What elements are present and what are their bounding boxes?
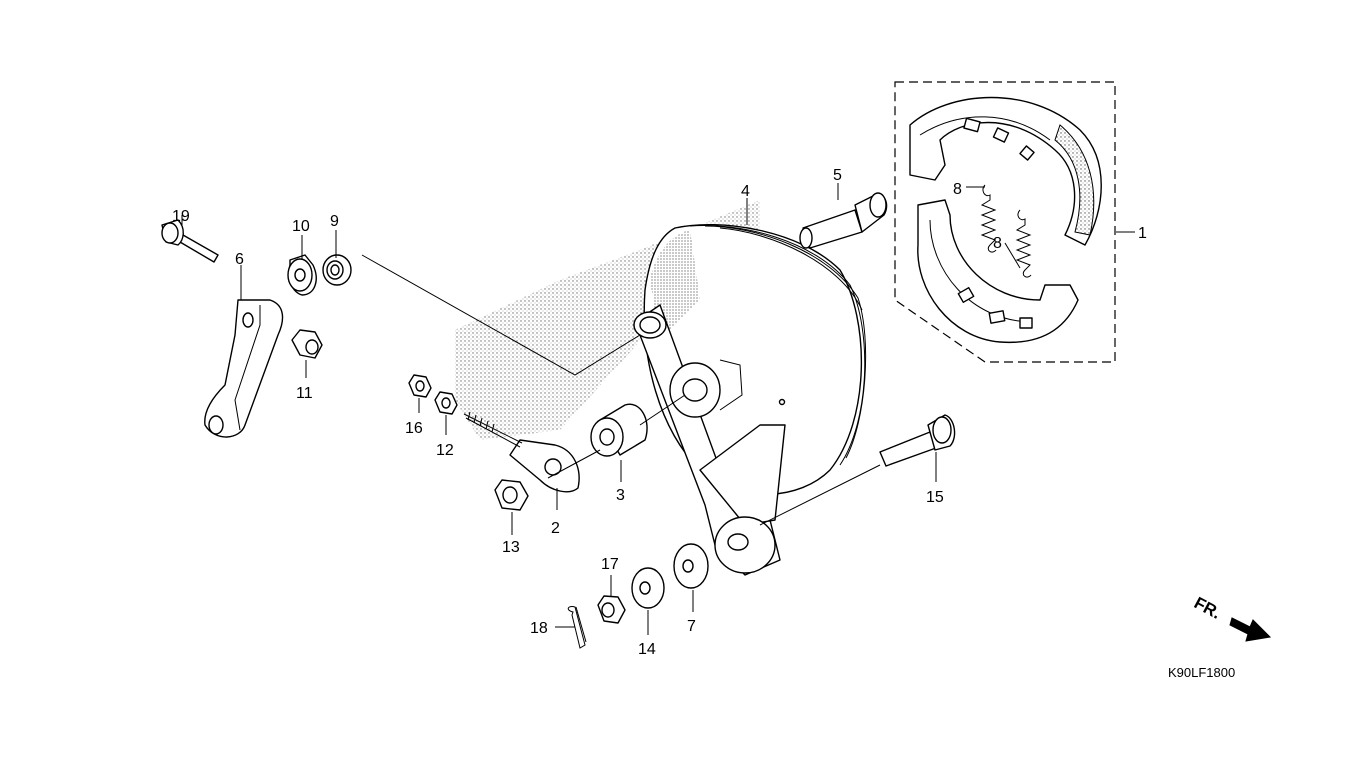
nut-13 <box>494 479 529 511</box>
callout-labels: 1 2 3 4 5 6 7 8 8 9 10 11 12 13 14 15 16… <box>172 167 1147 658</box>
bolt-19 <box>161 219 219 263</box>
leader-lines <box>181 183 1135 635</box>
callout-19: 19 <box>172 208 190 225</box>
callout-10: 10 <box>292 218 310 235</box>
brake-shoe-set-1 <box>894 81 1116 363</box>
callout-2: 2 <box>551 520 560 537</box>
arrow-right-icon <box>1229 617 1272 642</box>
callout-17: 17 <box>601 556 619 573</box>
brake-panel-4 <box>633 223 867 576</box>
front-direction-indicator: FR. <box>1191 593 1272 642</box>
callout-8-upper: 8 <box>953 181 962 198</box>
washer-7 <box>673 543 709 589</box>
nut-12 <box>434 391 458 415</box>
brake-arm-2 <box>463 411 580 493</box>
nut-11 <box>291 329 323 359</box>
washer-10 <box>287 254 317 296</box>
cotter-pin-18 <box>567 606 587 649</box>
callout-11: 11 <box>296 385 313 402</box>
fr-label: FR. <box>1191 593 1224 623</box>
callout-1: 1 <box>1138 225 1147 242</box>
callout-6: 6 <box>235 251 244 268</box>
washer-14 <box>631 567 665 609</box>
seal-9 <box>322 254 352 286</box>
brake-cam-5 <box>799 192 888 249</box>
callout-9: 9 <box>330 213 339 230</box>
drawing-code: K90LF1800 <box>1168 665 1235 680</box>
callout-5: 5 <box>833 167 842 184</box>
callout-12: 12 <box>436 442 454 459</box>
callout-4: 4 <box>741 183 750 200</box>
callout-7: 7 <box>687 618 696 635</box>
callout-15: 15 <box>926 489 944 506</box>
brake-rod-arm-6 <box>204 299 284 438</box>
nut-16 <box>408 374 432 398</box>
callout-3: 3 <box>616 487 625 504</box>
bolt-15 <box>879 414 956 467</box>
callout-8-lower: 8 <box>993 235 1002 252</box>
callout-14: 14 <box>638 641 656 658</box>
callout-18: 18 <box>530 620 548 637</box>
collar-3 <box>590 403 648 457</box>
nut-17 <box>597 595 626 624</box>
callout-13: 13 <box>502 539 520 556</box>
callout-16: 16 <box>405 420 423 437</box>
